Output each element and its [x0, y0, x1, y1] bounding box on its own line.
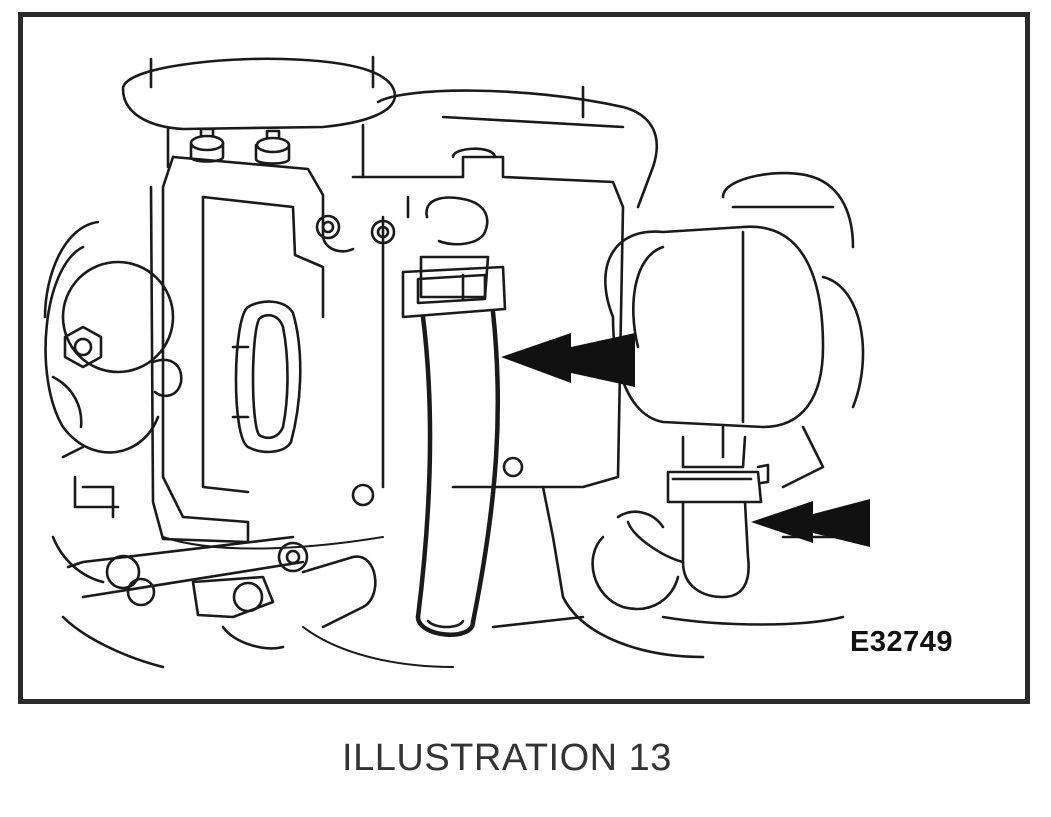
- main-housing: [162, 85, 658, 550]
- top-flange: [121, 55, 397, 179]
- engine-line-drawing: [43, 55, 870, 669]
- callout-arrow-lower: [751, 499, 870, 547]
- right-canister: [604, 171, 865, 489]
- arrow-left-icon: [501, 333, 635, 387]
- lower-elbow-hose: [591, 435, 770, 611]
- figure-frame: E32749: [18, 12, 1030, 704]
- upper-hose: [401, 196, 507, 637]
- figure-caption: ILLUSTRATION 13: [342, 737, 672, 779]
- callout-arrow-upper: [501, 333, 635, 387]
- bracket-bolts: [189, 127, 291, 165]
- mounting-bracket: [149, 155, 396, 544]
- lower-pipes: [51, 475, 454, 669]
- arrow-left-icon: [751, 499, 870, 547]
- left-pulley: [43, 220, 183, 459]
- figure-code: E32749: [850, 626, 953, 658]
